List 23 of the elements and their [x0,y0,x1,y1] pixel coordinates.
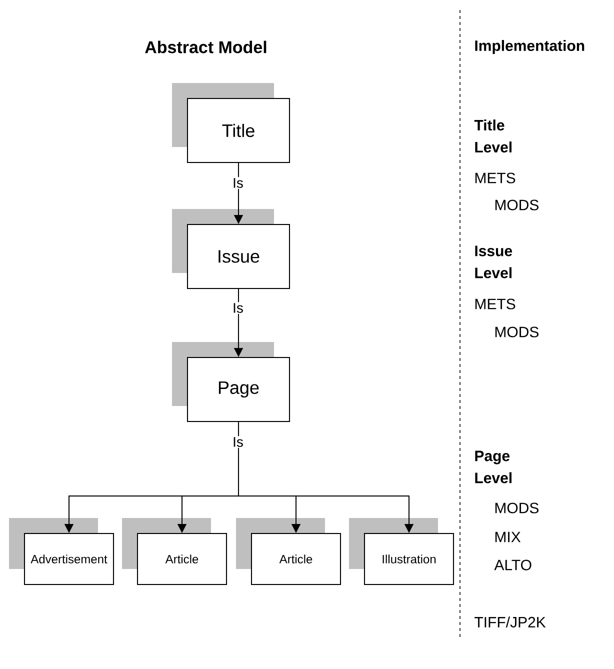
label: METS [475,298,516,310]
label: Issue Level [475,246,512,278]
process-box: Article [236,518,341,585]
edge-label: Is [232,177,244,189]
label: METS [475,172,516,184]
label: Implementation [475,40,584,54]
edge-label: Is [232,436,244,448]
process-box: Page [172,342,290,422]
process-box: Advertisement [9,518,114,585]
label: Title Level [474,120,512,152]
label: MODS [495,502,539,514]
process-box: Issue [172,209,290,289]
process-box: Article [122,518,227,585]
label: Page Level [475,450,512,484]
process-box: Illustration [349,518,454,585]
heading: Abstract Model [145,40,266,54]
label: TIFF/JP2K [474,616,546,628]
label: MODS [495,200,539,210]
label: MIX [495,532,521,542]
edge-label: Is [232,302,244,314]
process-box: Title [172,83,290,163]
label: MODS [495,326,539,338]
label: ALTO [494,560,532,570]
